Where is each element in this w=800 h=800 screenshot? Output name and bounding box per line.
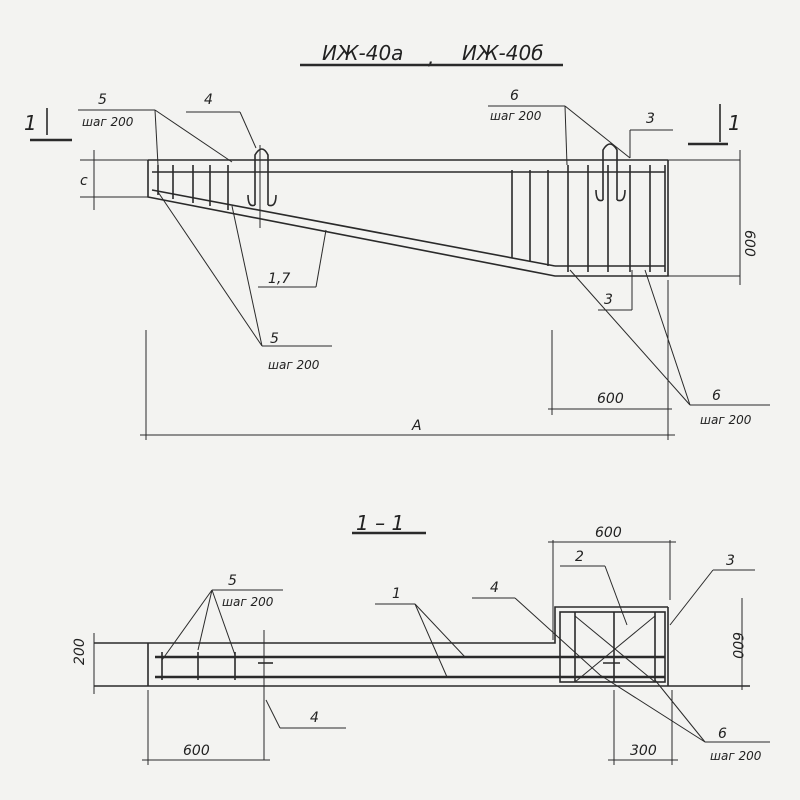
- label-6-top-step: шаг 200: [490, 109, 542, 123]
- label-4-top: 4: [204, 92, 213, 108]
- label-3-top: 3: [646, 111, 655, 127]
- section-mark-left: 1: [24, 111, 37, 135]
- label-6-top-num: 6: [510, 88, 519, 104]
- title-left: ИЖ-40а: [322, 41, 403, 65]
- label-6-bottom-step: шаг 200: [700, 413, 752, 427]
- section-label-2: 2: [575, 549, 584, 565]
- section-dim-300: 300: [630, 743, 657, 759]
- dim-600-vertical: 600: [741, 230, 757, 257]
- label-5-bottom-step: шаг 200: [268, 358, 320, 372]
- section-title: 1 – 1: [356, 511, 404, 535]
- dim-600-horizontal: 600: [597, 391, 624, 407]
- section-label-3: 3: [726, 553, 735, 569]
- label-1-7: 1,7: [268, 271, 290, 287]
- section-1-1: 1 – 1 5 шаг 200 1 4 2 3 4 6: [72, 511, 770, 765]
- plan-view: 1 1 5 шаг 200 4 6: [24, 88, 770, 440]
- label-6-bottom-num: 6: [712, 388, 721, 404]
- section-label-4-bottom: 4: [310, 710, 319, 726]
- label-5-top-step: шаг 200: [82, 115, 134, 129]
- label-5-top-num: 5: [98, 92, 107, 108]
- section-dim-600-top: 600: [595, 525, 622, 541]
- section-mark-right: 1: [728, 111, 741, 135]
- label-3-bottom: 3: [604, 292, 613, 308]
- section-label-6-num: 6: [718, 726, 727, 742]
- section-label-6-step: шаг 200: [710, 749, 762, 763]
- dim-a: A: [411, 418, 422, 434]
- section-label-1: 1: [392, 586, 401, 602]
- dim-c: c: [80, 173, 88, 189]
- title-separator: ,: [428, 45, 434, 69]
- section-label-5-num: 5: [228, 573, 237, 589]
- label-5-bottom-num: 5: [270, 331, 279, 347]
- section-dim-200: 200: [72, 638, 88, 665]
- drawing-title: ИЖ-40а , ИЖ-40б: [300, 41, 563, 69]
- section-dim-600-bottom: 600: [183, 743, 210, 759]
- section-dim-600-vertical: 600: [729, 632, 745, 659]
- title-right: ИЖ-40б: [462, 41, 544, 65]
- section-label-5-step: шаг 200: [222, 595, 274, 609]
- section-label-4-top: 4: [490, 580, 499, 596]
